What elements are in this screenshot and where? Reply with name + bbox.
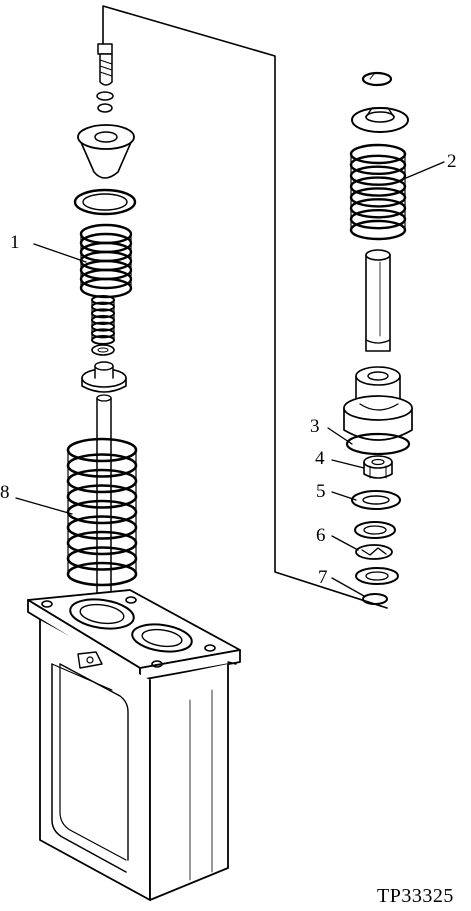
washer-a-inner bbox=[363, 525, 387, 535]
spring-coil bbox=[349, 165, 407, 186]
leader-line-3 bbox=[327, 427, 353, 445]
leader-line-6 bbox=[331, 535, 359, 551]
leader-line-5 bbox=[331, 491, 357, 501]
o-ring-part-7 bbox=[362, 593, 388, 605]
spacer-ring bbox=[73, 188, 137, 216]
callout-8: 8 bbox=[0, 482, 10, 503]
spring-part-8 bbox=[66, 437, 138, 587]
spring-coil bbox=[349, 198, 407, 219]
plunger bbox=[365, 249, 391, 352]
small-washer-a bbox=[96, 91, 114, 101]
leader-line-7 bbox=[331, 577, 365, 597]
callout-3: 3 bbox=[310, 416, 320, 437]
washer-a bbox=[354, 521, 396, 539]
washer-b bbox=[355, 567, 399, 585]
guide-body bbox=[343, 366, 413, 441]
spring-coil bbox=[349, 143, 407, 165]
washer-b-inner bbox=[365, 571, 389, 581]
callout-4: 4 bbox=[315, 448, 325, 469]
ring-part-5 bbox=[351, 490, 401, 510]
callout-5: 5 bbox=[316, 481, 326, 502]
sleeve-part-4 bbox=[363, 455, 393, 479]
cap-screw bbox=[97, 43, 113, 86]
figure-reference: TP33325 bbox=[377, 885, 454, 907]
spring-retainer bbox=[77, 124, 135, 179]
spring-coil bbox=[349, 154, 407, 176]
leader-line-8 bbox=[15, 497, 73, 515]
callout-7: 7 bbox=[318, 567, 328, 588]
leader-line-4 bbox=[331, 459, 365, 469]
snap-ring-top bbox=[361, 71, 393, 87]
lower-spring-retainer bbox=[81, 361, 127, 393]
callout-2: 2 bbox=[447, 151, 457, 172]
callout-1: 1 bbox=[10, 232, 20, 253]
spring-coil bbox=[349, 219, 407, 241]
spring-coil bbox=[349, 187, 407, 208]
leader-line-2 bbox=[405, 161, 445, 179]
spring-seat-washer-inner bbox=[97, 347, 109, 353]
small-washer-b bbox=[97, 103, 113, 113]
upper-spring-seat bbox=[351, 107, 409, 133]
valve-housing bbox=[27, 589, 241, 901]
spring-part-1 bbox=[79, 223, 133, 299]
callout-6: 6 bbox=[316, 525, 326, 546]
assembly-path-line bbox=[102, 5, 388, 609]
spring-coil bbox=[349, 176, 407, 197]
spring-coil bbox=[349, 208, 407, 230]
ring-part-6 bbox=[355, 544, 393, 560]
inner-spring bbox=[91, 295, 115, 345]
washer-part-3 bbox=[345, 432, 411, 456]
leader-line-1 bbox=[33, 243, 87, 263]
spring-seat-washer bbox=[91, 344, 115, 356]
spring-part-2 bbox=[349, 143, 407, 241]
